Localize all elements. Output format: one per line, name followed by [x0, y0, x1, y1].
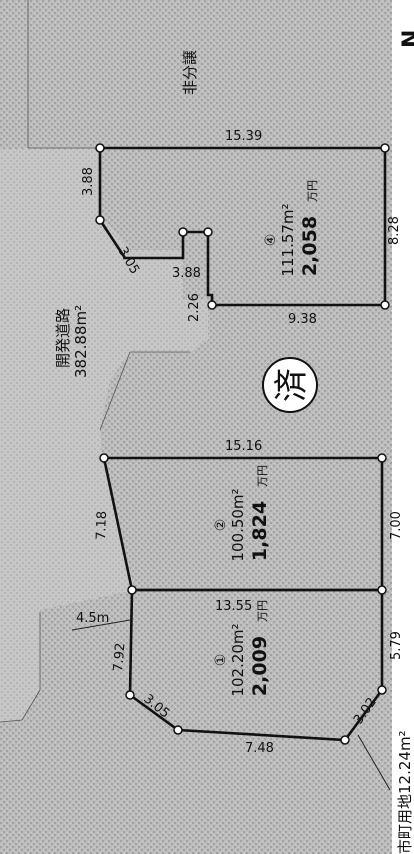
svg-text:100.50m²: 100.50m²	[229, 488, 247, 561]
dim-lot1-bottom: 7.48	[245, 741, 274, 756]
svg-text:済: 済	[272, 368, 312, 402]
dim-lot4-right: 8.28	[387, 216, 402, 245]
dim-lot2-top: 15.16	[225, 439, 262, 454]
dim-lot1-left: 7.92	[111, 642, 128, 672]
lot-4-boundary	[98, 146, 387, 307]
non-sale-label: 非分譲	[181, 50, 199, 95]
svg-text:1,824: 1,824	[249, 501, 271, 561]
parcel-boundary-thin	[21, 689, 41, 721]
svg-text:②: ②	[213, 519, 229, 532]
svg-text:2,058: 2,058	[299, 216, 321, 276]
parcel-boundary-thin	[99, 351, 131, 431]
dim-lot1-top: 13.55	[215, 599, 252, 614]
footer-leader	[357, 734, 391, 791]
dim-lot4-step: 3.88	[172, 266, 201, 281]
road-width-label: 4.5m	[76, 611, 109, 626]
svg-text:万円: 万円	[306, 180, 319, 202]
dim-lot4-bottom: 9.38	[288, 312, 317, 327]
development-road	[0, 148, 208, 722]
corner-markers	[95, 143, 390, 745]
svg-text:万円: 万円	[256, 465, 269, 487]
svg-text:111.57m²: 111.57m²	[279, 203, 297, 276]
footer-label: 市町用地12.24m²	[396, 730, 414, 854]
dim-lot4-step-side: 2.26	[187, 293, 202, 322]
dim-lot4-left-top: 3.88	[81, 167, 96, 196]
dim-lot2-right: 7.00	[389, 511, 404, 540]
svg-text:万円: 万円	[256, 600, 269, 622]
sold-stamp: 済	[262, 357, 318, 413]
svg-text:382.88m²: 382.88m²	[72, 305, 90, 378]
page-margin-right	[392, 0, 414, 854]
lot-1-label: ① 102.20m² 2,009 万円	[213, 600, 271, 697]
road-label: 開発道路 382.88m²	[54, 305, 90, 378]
svg-text:102.20m²: 102.20m²	[229, 623, 247, 696]
svg-text:①: ①	[213, 654, 229, 667]
road-width-line	[71, 619, 131, 631]
dim-lot1-right: 5.79	[389, 631, 404, 660]
dim-lot4-top: 15.39	[225, 129, 262, 144]
svg-text:開発道路: 開発道路	[54, 308, 72, 368]
lot-4-label: ④ 111.57m² 2,058 万円	[263, 180, 321, 277]
svg-text:④: ④	[263, 234, 279, 247]
north-mark: N	[399, 30, 414, 48]
dim-lot2-left: 7.18	[94, 511, 110, 540]
parcel-boundary-thin	[0, 719, 23, 723]
lot-2-label: ② 100.50m² 1,824 万円	[213, 465, 271, 562]
svg-text:2,009: 2,009	[249, 636, 271, 696]
